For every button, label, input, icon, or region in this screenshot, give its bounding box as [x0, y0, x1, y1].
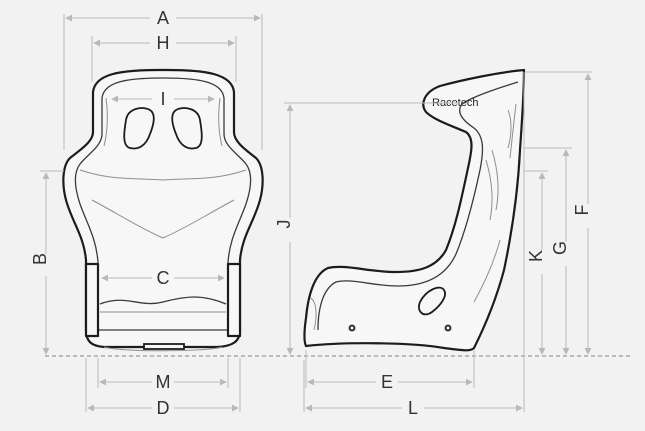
label-j: J	[274, 220, 294, 229]
dimension-i: I	[111, 89, 215, 109]
dimension-l: L	[303, 72, 525, 418]
dimension-g: G	[524, 147, 572, 355]
label-m: M	[156, 372, 171, 392]
dimension-c: C	[101, 268, 225, 288]
label-g: G	[550, 241, 570, 255]
dimension-e: E	[305, 350, 475, 392]
side-view-seat: Racetech	[303, 68, 526, 352]
label-c: C	[157, 268, 170, 288]
label-i: I	[160, 89, 165, 109]
dimension-j: J	[274, 102, 460, 355]
dimension-m: M	[97, 358, 229, 392]
dimension-h: H	[91, 33, 237, 82]
dimension-a: A	[63, 8, 263, 150]
dimension-d: D	[85, 358, 241, 418]
label-k: K	[526, 250, 546, 262]
dimension-b: B	[30, 170, 64, 355]
label-f: F	[572, 205, 592, 216]
label-l: L	[408, 398, 418, 418]
label-b: B	[30, 253, 50, 265]
label-a: A	[157, 8, 169, 28]
front-view-seat	[62, 68, 264, 352]
dimension-f: F	[526, 71, 592, 355]
dimension-k: K	[524, 170, 548, 355]
label-d: D	[157, 398, 170, 418]
label-e: E	[381, 372, 393, 392]
label-h: H	[157, 33, 170, 53]
